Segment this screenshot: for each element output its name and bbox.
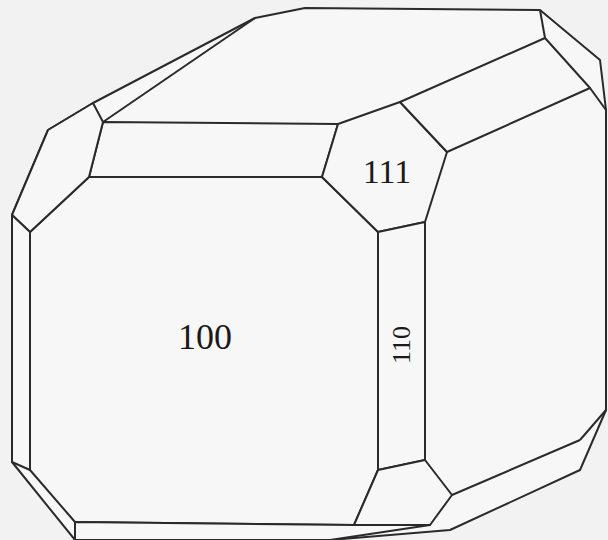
face-111-top-left bbox=[12, 103, 103, 232]
face-label-111: 111 bbox=[363, 155, 411, 189]
face-label-100: 100 bbox=[178, 319, 232, 355]
crystal-outline bbox=[12, 8, 606, 540]
face-110-top bbox=[89, 122, 338, 177]
crystal-edge bbox=[103, 18, 255, 122]
face-110-top-right bbox=[400, 38, 590, 152]
face-110-bottom bbox=[75, 522, 430, 540]
face-label-110: 110 bbox=[389, 326, 415, 364]
face-110-left bbox=[12, 215, 30, 470]
crystal-faces bbox=[12, 8, 606, 540]
face-100 bbox=[30, 177, 378, 525]
face-111-bottom-right bbox=[354, 460, 452, 525]
crystal-edge bbox=[580, 410, 606, 440]
crystal-edge bbox=[452, 440, 580, 495]
face-110-right bbox=[378, 222, 425, 470]
crystal-edge bbox=[540, 10, 545, 38]
crystal-edge bbox=[590, 88, 606, 110]
crystal-edges bbox=[103, 10, 606, 495]
